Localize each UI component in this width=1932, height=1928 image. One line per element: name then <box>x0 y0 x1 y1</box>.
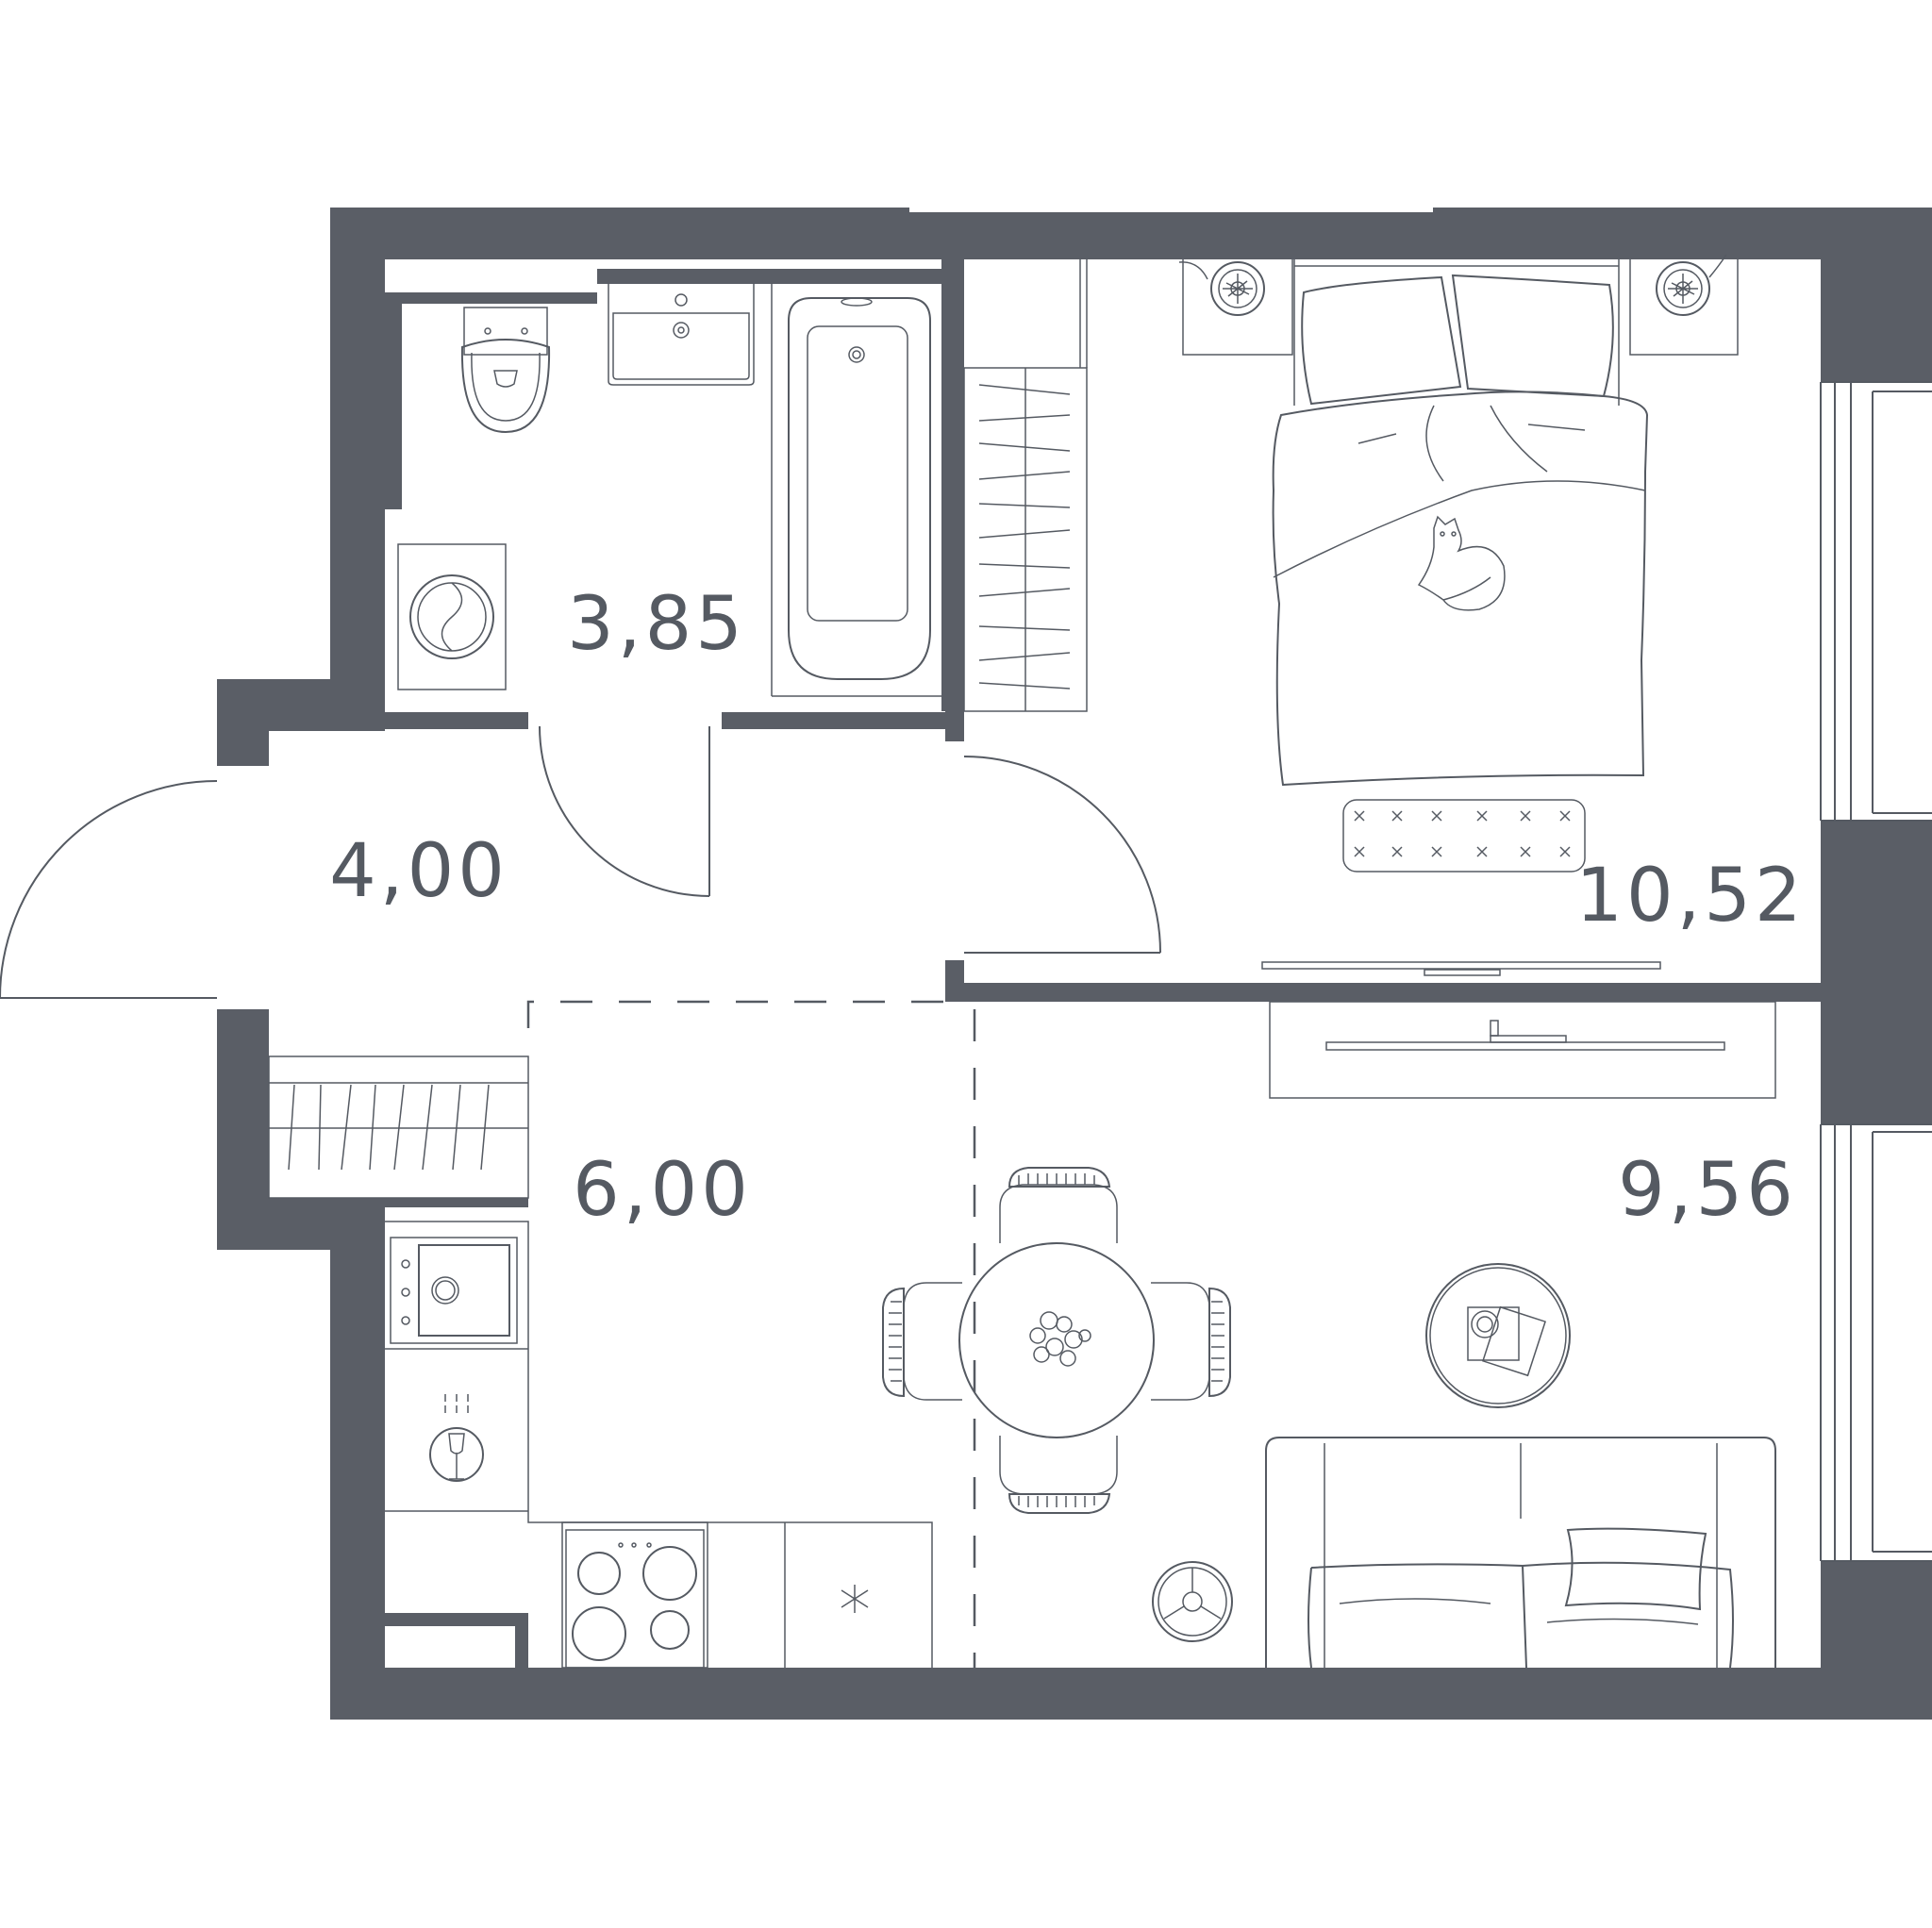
cooktop-icon <box>561 1521 708 1669</box>
sofa-icon <box>1265 1437 1776 1669</box>
washing-machine-icon <box>397 543 507 690</box>
area-label-kitchen: 6,00 <box>573 1148 752 1233</box>
flowers-icon <box>1029 1311 1091 1367</box>
fridge-icon <box>784 1522 869 1668</box>
chair-right-icon <box>1151 1282 1231 1401</box>
floor-lamp-icon <box>1152 1561 1233 1642</box>
nightstand-right-icon <box>1629 254 1739 356</box>
chair-left-icon <box>882 1282 962 1401</box>
bed-icon <box>1272 259 1649 787</box>
walls <box>217 208 1932 1720</box>
bathroom-fixtures <box>397 258 1088 712</box>
tv-stand-icon <box>1269 1001 1776 1099</box>
windows <box>1820 381 1932 1562</box>
kitchen-sink-icon <box>390 1237 518 1344</box>
dining-table-icon <box>958 1242 1155 1438</box>
hallway-fixtures <box>268 1055 529 1199</box>
toilet-icon <box>460 307 551 434</box>
coffee-table-icon <box>1425 1263 1571 1408</box>
kitchen-fixtures <box>385 1221 933 1669</box>
rug-icon <box>1342 799 1586 873</box>
nightstand-left-icon <box>1178 259 1293 356</box>
chair-bottom-icon <box>999 1436 1118 1514</box>
bedroom-fixtures <box>1178 254 1739 976</box>
living-fixtures <box>882 1001 1776 1669</box>
area-label-hallway: 4,00 <box>329 829 508 914</box>
zone-dividers <box>526 1000 976 1668</box>
cat-icon <box>1417 515 1506 611</box>
tv-bedroom-icon <box>1261 961 1661 976</box>
sink-icon <box>608 283 755 386</box>
area-label-bathroom: 3,85 <box>567 582 746 667</box>
doors <box>0 725 1161 999</box>
bathtub-icon <box>771 283 941 697</box>
hallway-wardrobe-icon <box>268 1055 529 1199</box>
dishwasher-icon <box>429 1394 484 1482</box>
area-label-living-room: 9,56 <box>1618 1148 1797 1233</box>
area-label-bedroom: 10,52 <box>1575 854 1805 939</box>
wardrobe-icon <box>963 258 1088 712</box>
chair-top-icon <box>999 1167 1118 1243</box>
area-labels: 3,85 4,00 6,00 10,52 9,56 <box>329 582 1805 1233</box>
